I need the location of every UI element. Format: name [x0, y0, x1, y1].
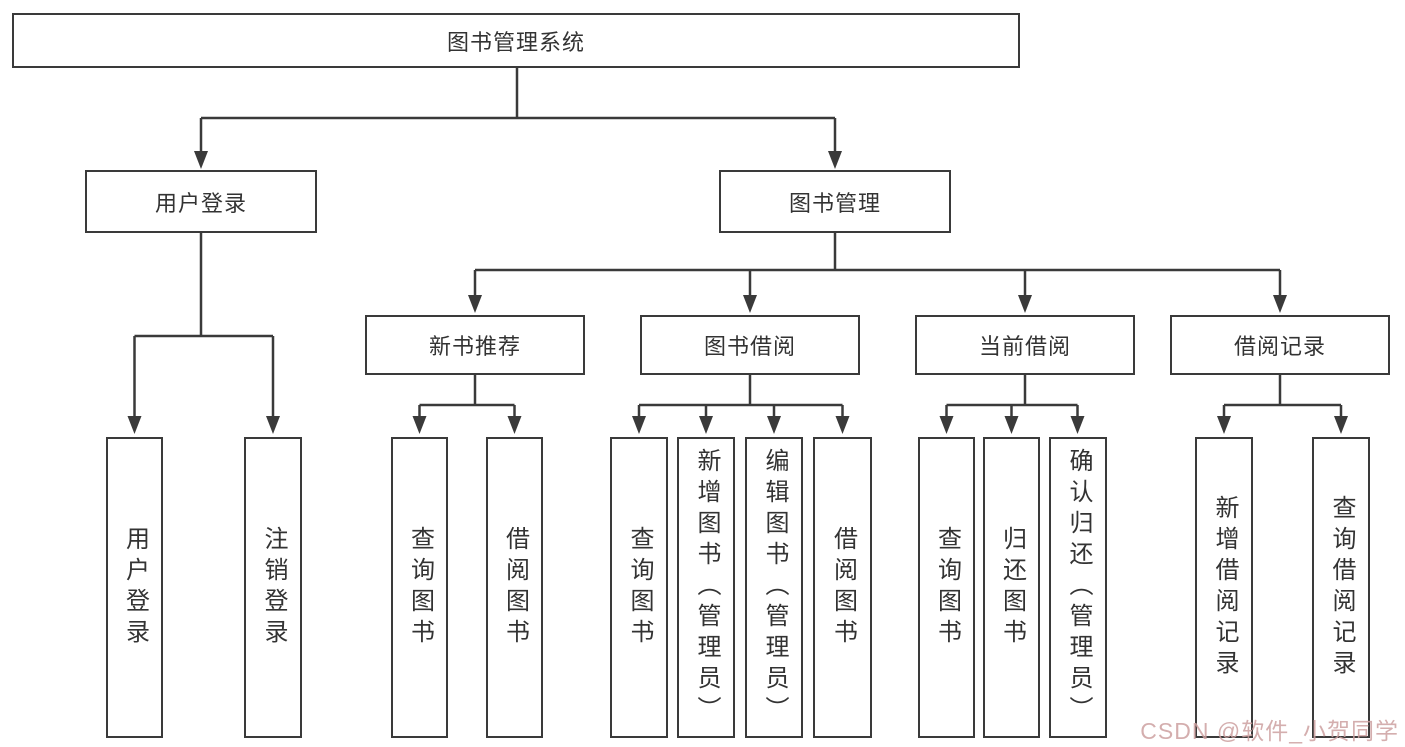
node-book-management: 图书管理: [719, 170, 951, 233]
leaf-edit-books-admin: 编辑图书（管理员）: [745, 437, 803, 738]
leaf-query-borrow-record: 查询借阅记录: [1312, 437, 1370, 738]
node-new-book-recommend: 新书推荐: [365, 315, 585, 375]
leaf-return-books: 归还图书: [983, 437, 1040, 738]
leaf-query-books-borrow: 查询图书: [610, 437, 668, 738]
node-borrow-records: 借阅记录: [1170, 315, 1390, 375]
leaf-user-login: 用户登录: [106, 437, 163, 738]
leaf-logout: 注销登录: [244, 437, 302, 738]
leaf-query-books-recommend: 查询图书: [391, 437, 448, 738]
leaf-add-borrow-record: 新增借阅记录: [1195, 437, 1253, 738]
node-library-system: 图书管理系统: [12, 13, 1020, 68]
leaf-confirm-return-admin: 确认归还（管理员）: [1049, 437, 1107, 738]
leaf-add-books-admin: 新增图书（管理员）: [677, 437, 735, 738]
leaf-borrow-books-recommend: 借阅图书: [486, 437, 543, 738]
leaf-query-books-current: 查询图书: [918, 437, 975, 738]
node-book-borrow: 图书借阅: [640, 315, 860, 375]
node-user-login: 用户登录: [85, 170, 317, 233]
node-current-borrow: 当前借阅: [915, 315, 1135, 375]
leaf-borrow-books: 借阅图书: [813, 437, 872, 738]
watermark: CSDN @软件_小贺同学: [1140, 718, 1399, 744]
